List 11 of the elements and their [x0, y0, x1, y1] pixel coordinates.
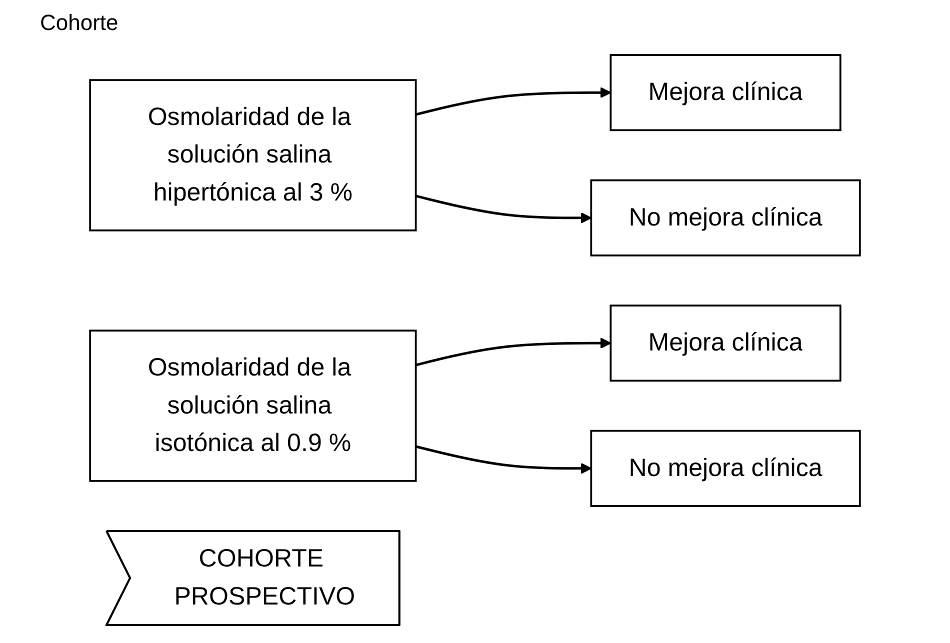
arrow: [416, 87, 612, 116]
node-box: Osmolaridad de la solución salina hipertónica al 3 %: [89, 79, 417, 232]
node-box: No mejora clínica: [590, 430, 861, 507]
node-box: Mejora clínica: [610, 304, 842, 382]
arrow: [416, 194, 592, 224]
node-box: Mejora clínica: [610, 54, 842, 132]
arrow: [416, 338, 612, 366]
node-box: No mejora clínica: [590, 179, 861, 256]
node-box: Osmolaridad de la solución salina isotónica al 0.9 %: [89, 330, 417, 482]
arrow: [416, 445, 592, 474]
diagram-title: Cohorte: [40, 10, 118, 36]
